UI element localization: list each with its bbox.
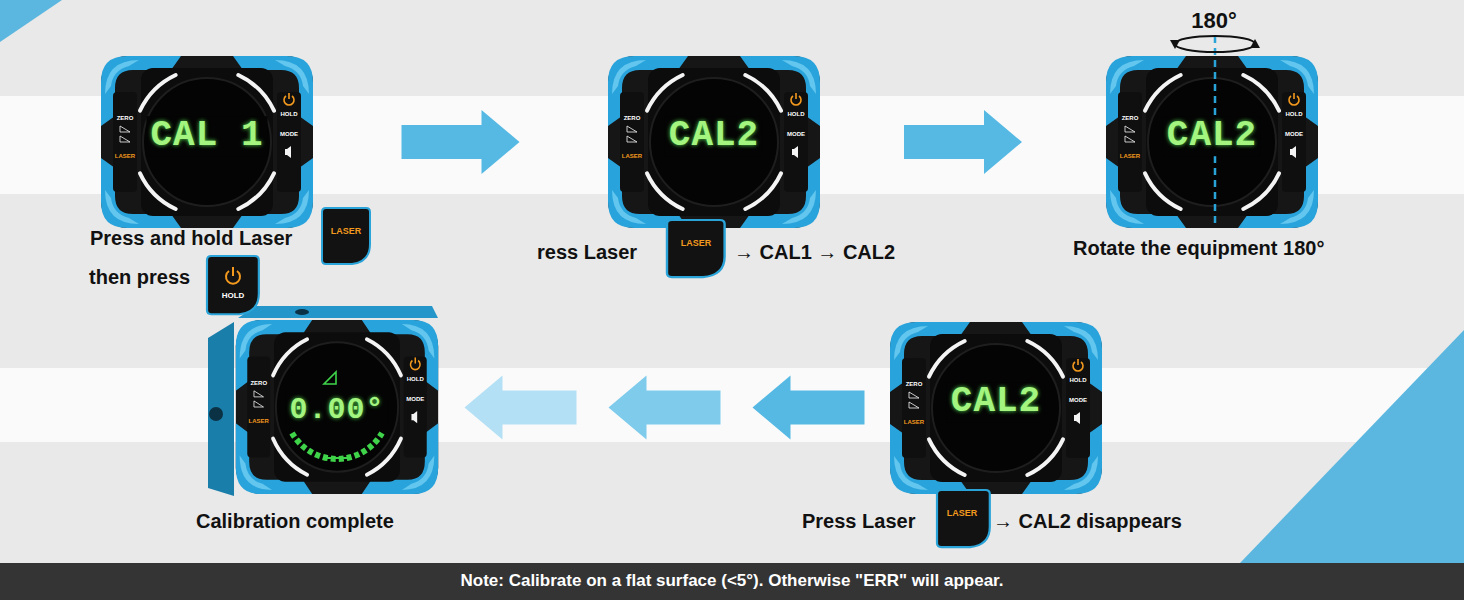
block-arrow <box>465 376 577 440</box>
device-perspective <box>208 306 438 496</box>
panel-label: LASER <box>249 418 269 425</box>
panel-label: MODE <box>1285 131 1303 138</box>
panel-label: ZERO <box>117 115 134 122</box>
panel-label: ZERO <box>906 381 923 388</box>
flow-arrow <box>465 376 865 440</box>
panel-label: HOLD <box>788 111 805 118</box>
corner-triangle <box>1240 330 1464 563</box>
block-arrow <box>609 376 721 440</box>
panel-label: ZERO <box>250 379 267 386</box>
step-caption: Calibration complete <box>196 509 394 533</box>
panel-label: LASER <box>904 419 924 426</box>
button-label: LASER <box>947 509 978 519</box>
panel-label: LASER <box>622 153 642 160</box>
display-readout: CAL 1 <box>146 116 267 156</box>
device-step: CAL2Press Laser→ CAL2 disappears <box>886 318 1106 498</box>
flow-arrow <box>904 110 1022 174</box>
device-step: CAL2Rotate the equipment 180° <box>1102 52 1322 232</box>
step-caption: → CAL2 disappears <box>993 509 1182 533</box>
device <box>101 56 313 228</box>
panel-label: MODE <box>787 131 805 138</box>
panel-label: ZERO <box>624 115 641 122</box>
step-caption: ress Laser <box>537 240 637 264</box>
button-icon <box>207 208 990 547</box>
device-step: CAL 1Press and hold Laserthen press <box>97 52 317 232</box>
panel-label: LASER <box>115 153 135 160</box>
panel-label: MODE <box>1069 397 1087 404</box>
button-label: LASER <box>331 227 362 237</box>
step-caption: then press <box>89 265 190 289</box>
flow-arrow <box>402 110 520 174</box>
panel-label: HOLD <box>281 111 298 118</box>
panel-label: HOLD <box>1286 111 1303 118</box>
device <box>236 320 438 494</box>
device <box>1106 56 1318 228</box>
block-arrow <box>904 110 1022 174</box>
corner-triangle <box>0 0 62 42</box>
device <box>608 56 820 228</box>
panel-label: HOLD <box>407 375 424 382</box>
display-readout: 0.00° <box>285 394 388 427</box>
note-bar <box>0 563 1464 600</box>
step-caption: Press Laser <box>802 509 915 533</box>
panel-label: MODE <box>406 396 424 403</box>
note: Note: Calibrate on a flat surface (<5°).… <box>461 572 1004 591</box>
display-readout: CAL2 <box>947 382 1045 422</box>
block-arrow <box>753 376 865 440</box>
step-caption: → CAL1 → CAL2 <box>734 240 895 264</box>
panel-label: MODE <box>280 131 298 138</box>
rotation-angle: 180° <box>1191 9 1237 33</box>
step-caption: Press and hold Laser <box>90 226 292 250</box>
block-arrow <box>402 110 520 174</box>
display-readout: CAL2 <box>1163 116 1261 156</box>
panel-label: ZERO <box>1122 115 1139 122</box>
display-readout: CAL2 <box>665 116 763 156</box>
panel-label: LASER <box>1120 153 1140 160</box>
button-label: LASER <box>681 239 712 249</box>
panel-label: HOLD <box>1070 377 1087 384</box>
device-step: CAL2ress Laser→ CAL1 → CAL2 <box>604 52 824 232</box>
device <box>890 322 1102 494</box>
button-label: HOLD <box>222 292 245 301</box>
step-caption: Rotate the equipment 180° <box>1073 236 1324 260</box>
